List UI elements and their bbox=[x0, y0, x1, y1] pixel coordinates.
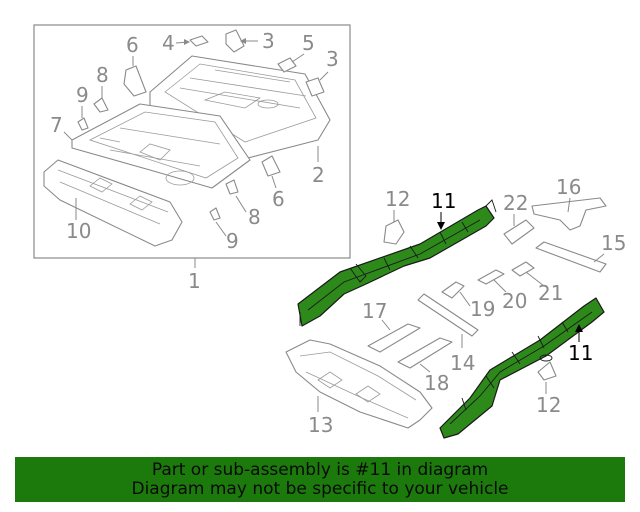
leader-5 bbox=[291, 53, 305, 63]
bracket-3-upper bbox=[225, 29, 245, 53]
callout-8-lower: 8 bbox=[248, 205, 261, 229]
leader-3-right bbox=[319, 71, 329, 81]
bracket-4 bbox=[189, 35, 209, 47]
callout-9-upper: 9 bbox=[76, 83, 89, 107]
leader-20 bbox=[493, 279, 507, 293]
callout-3-upper: 3 bbox=[262, 29, 275, 53]
banner-line-1: Part or sub-assembly is #11 in diagram bbox=[151, 459, 489, 480]
bracket-8-upper bbox=[93, 97, 109, 113]
callout-17: 17 bbox=[362, 299, 387, 323]
leader-19 bbox=[459, 291, 471, 307]
leader-16 bbox=[567, 197, 571, 213]
arrow-11-lower bbox=[575, 324, 583, 332]
assembly-label: 1 bbox=[188, 269, 201, 293]
callout-6-upper: 6 bbox=[126, 33, 139, 57]
bracket-12-upper bbox=[383, 219, 405, 245]
callout-15: 15 bbox=[601, 231, 626, 255]
info-banner: Part or sub-assembly is #11 in diagram D… bbox=[15, 457, 625, 502]
callout-12-lower: 12 bbox=[536, 393, 561, 417]
callout-11-upper: 11 bbox=[431, 189, 456, 213]
callout-5: 5 bbox=[302, 31, 315, 55]
side-rail-11-lower[interactable] bbox=[439, 297, 605, 439]
floor-pan bbox=[71, 55, 331, 189]
callout-3-right: 3 bbox=[326, 47, 339, 71]
callout-8-upper: 8 bbox=[96, 63, 109, 87]
rear-crossmember-13 bbox=[285, 339, 433, 429]
leader-18 bbox=[419, 363, 431, 373]
callout-7: 7 bbox=[50, 113, 63, 137]
bracket-19 bbox=[441, 281, 465, 299]
crossmember-14 bbox=[417, 293, 479, 337]
front-crossmember bbox=[43, 159, 183, 247]
leader-6-lower bbox=[271, 175, 277, 189]
crossmember-15 bbox=[535, 241, 607, 273]
bracket-5 bbox=[277, 57, 297, 73]
bracket-9-upper bbox=[77, 117, 89, 131]
callout-19: 19 bbox=[470, 297, 495, 321]
callout-18: 18 bbox=[424, 371, 449, 395]
bracket-12-lower bbox=[537, 361, 557, 381]
bracket-20 bbox=[477, 269, 505, 285]
arrow-11-upper bbox=[437, 222, 445, 230]
callout-11-lower: 11 bbox=[568, 341, 593, 365]
callout-6-lower: 6 bbox=[272, 187, 285, 211]
callout-2: 2 bbox=[312, 163, 325, 187]
callout-16: 16 bbox=[556, 175, 581, 199]
callout-9-lower: 9 bbox=[226, 229, 239, 253]
leader-9-lower bbox=[215, 221, 227, 237]
callout-12-upper: 12 bbox=[385, 187, 410, 211]
bracket-6-lower bbox=[261, 155, 281, 177]
arrow-3-upper bbox=[240, 38, 246, 44]
leader-15 bbox=[593, 253, 605, 263]
crossmember-17 bbox=[367, 323, 421, 353]
parts-diagram: 1 4 3 6 5 3 bbox=[33, 24, 626, 439]
bracket-6-upper bbox=[123, 65, 147, 97]
callout-4: 4 bbox=[162, 31, 175, 55]
crossmember-16 bbox=[531, 197, 607, 231]
callout-22: 22 bbox=[503, 191, 528, 215]
leader-8-lower bbox=[235, 195, 247, 213]
callout-14: 14 bbox=[450, 351, 475, 375]
callout-10: 10 bbox=[66, 219, 91, 243]
callout-20: 20 bbox=[502, 289, 527, 313]
bracket-3-right bbox=[305, 77, 325, 97]
leader-17 bbox=[381, 319, 391, 331]
banner-line-2: Diagram may not be specific to your vehi… bbox=[131, 478, 509, 499]
bracket-8-lower bbox=[225, 179, 239, 195]
arrow-4 bbox=[184, 39, 190, 45]
side-rail-11-upper[interactable] bbox=[297, 199, 497, 327]
bracket-9-lower bbox=[209, 207, 221, 221]
bracket-21 bbox=[511, 261, 535, 277]
callout-13: 13 bbox=[308, 413, 333, 437]
crossmember-18 bbox=[397, 337, 453, 369]
leader-7 bbox=[63, 131, 73, 141]
reinforcement-22 bbox=[503, 219, 535, 245]
leader-21 bbox=[525, 271, 545, 287]
